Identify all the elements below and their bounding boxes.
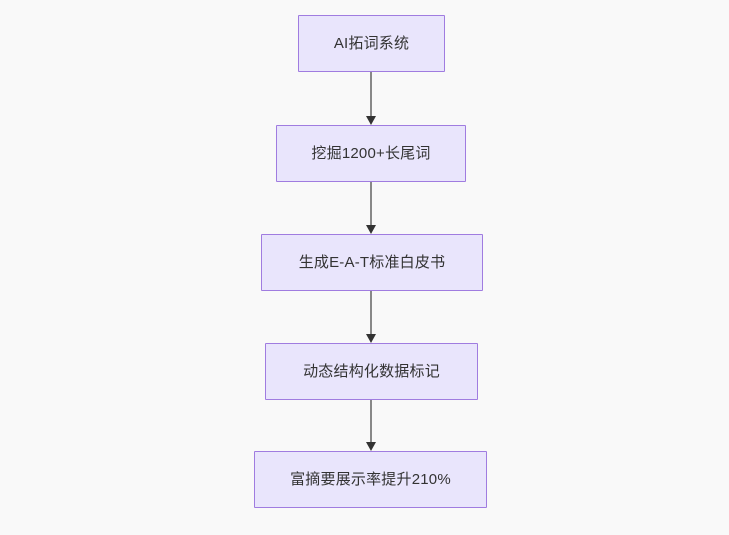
flow-node-mine-longtail-keywords[interactable]: 挖掘1200+长尾词 bbox=[276, 125, 466, 182]
flow-node-dynamic-structured-data-markup[interactable]: 动态结构化数据标记 bbox=[265, 343, 478, 400]
flow-connector-2 bbox=[363, 182, 379, 234]
flow-node-ai-keyword-system[interactable]: AI拓词系统 bbox=[298, 15, 445, 72]
flow-node-label: 动态结构化数据标记 bbox=[303, 362, 440, 380]
flow-node-rich-snippet-impression-lift[interactable]: 富摘要展示率提升210% bbox=[254, 451, 487, 508]
flow-connector-4 bbox=[363, 400, 379, 451]
connector-line bbox=[370, 400, 372, 442]
flow-node-label: 挖掘1200+长尾词 bbox=[311, 144, 431, 162]
flow-connector-1 bbox=[363, 72, 379, 125]
arrowhead-icon bbox=[365, 442, 376, 451]
flow-node-label: 生成E-A-T标准白皮书 bbox=[298, 253, 446, 271]
flow-node-label: AI拓词系统 bbox=[333, 34, 410, 52]
connector-line bbox=[370, 291, 372, 334]
flow-connector-3 bbox=[363, 291, 379, 343]
connector-line bbox=[370, 72, 372, 116]
flow-node-label: 富摘要展示率提升210% bbox=[290, 470, 451, 488]
connector-line bbox=[370, 182, 372, 225]
arrowhead-icon bbox=[365, 116, 376, 125]
arrowhead-icon bbox=[365, 225, 376, 234]
arrowhead-icon bbox=[365, 334, 376, 343]
flow-node-generate-eat-whitepaper[interactable]: 生成E-A-T标准白皮书 bbox=[261, 234, 483, 291]
